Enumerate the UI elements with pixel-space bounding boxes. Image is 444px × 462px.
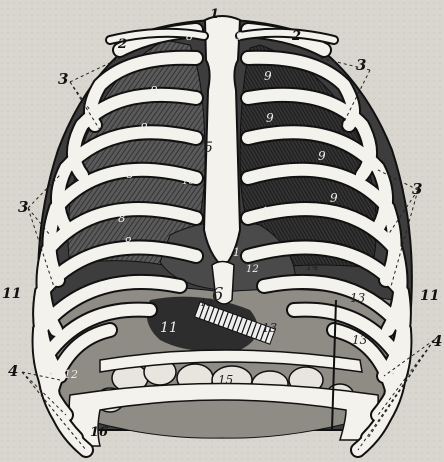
label-rib-8f: 8 (186, 30, 193, 43)
label-10d: 10 (262, 206, 275, 217)
label-3-mid-right: 3 (412, 180, 422, 198)
label-11-d: 11 (160, 320, 178, 336)
label-4-left: 4 (8, 362, 18, 380)
label-14: 14 (306, 262, 319, 273)
label-2-right: 2 (291, 29, 301, 44)
label-11-right: 11 (420, 288, 439, 304)
label-16: 16 (90, 425, 108, 440)
label-rib-9a: 9 (264, 69, 272, 83)
label-rib-8b: 8 (140, 121, 148, 135)
label-rib-9e: 9 (236, 30, 243, 43)
label-rib-8a: 8 (150, 84, 158, 98)
label-11-left: 11 (2, 286, 21, 302)
label-rib-8c: 8 (126, 167, 134, 181)
label-3-mid-left: 3 (18, 198, 28, 216)
label-4-right: 4 (432, 332, 442, 350)
label-13a: 13 (350, 291, 366, 305)
label-1: 1 (210, 7, 219, 22)
label-12b: 12 (246, 264, 259, 275)
label-15: 15 (218, 373, 233, 387)
label-rib-9b: 9 (266, 111, 274, 125)
label-2-left: 2 (117, 37, 127, 52)
label-11-c: 11 (226, 246, 240, 259)
label-6: 6 (212, 284, 223, 305)
label-10b: 10 (186, 212, 199, 223)
label-5: 5 (204, 140, 213, 156)
label-12c: 12 (64, 368, 78, 381)
label-rib-9c: 9 (318, 149, 326, 163)
label-10a: 10 (182, 176, 195, 187)
label-13b: 13 (262, 321, 278, 335)
label-13d: 13 (200, 298, 213, 309)
label-3-upper-right: 3 (356, 56, 366, 74)
label-12a: 12 (96, 280, 110, 293)
label-3-upper-left: 3 (58, 70, 68, 88)
label-rib-8e: 8 (124, 235, 132, 249)
label-13c: 13 (352, 333, 368, 347)
label-rib-8d: 8 (118, 211, 126, 225)
sternum (204, 16, 240, 262)
label-10c: 10 (258, 168, 271, 179)
label-rib-9d: 9 (330, 191, 338, 205)
